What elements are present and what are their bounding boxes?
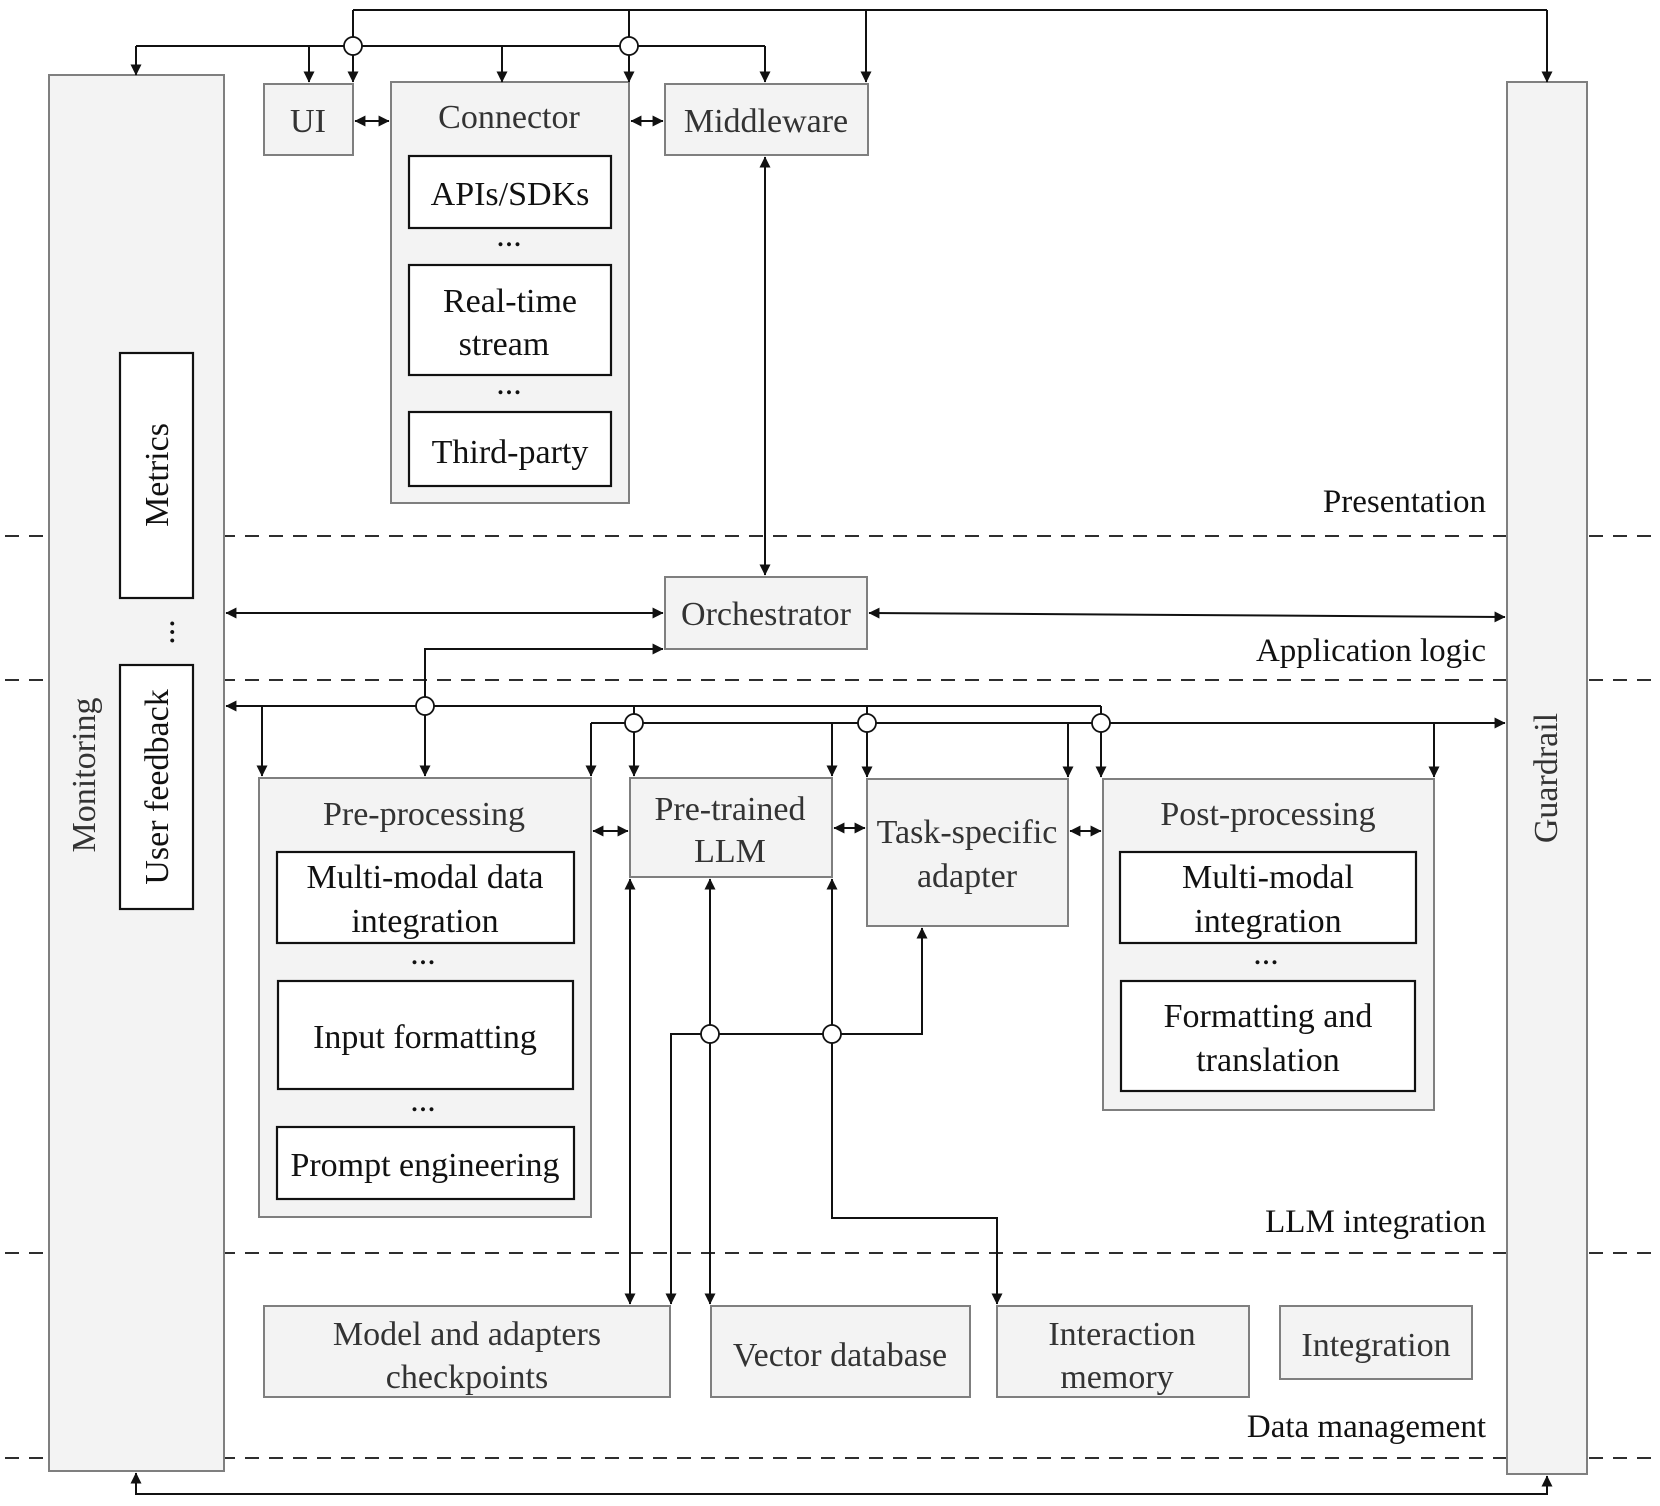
connector-realtime-line1: Real-time bbox=[443, 283, 577, 320]
integration-box: Integration bbox=[1279, 1305, 1473, 1380]
layer-label-application-logic: Application logic bbox=[1256, 633, 1486, 669]
connector-ellipsis-1: ... bbox=[496, 217, 522, 254]
middleware-box: Middleware bbox=[664, 83, 869, 156]
pretrained-llm-line1: Pre-trained bbox=[654, 791, 805, 828]
ui-box: UI bbox=[263, 83, 354, 156]
monitoring-label: Monitoring bbox=[66, 698, 103, 853]
user-feedback-label: User feedback bbox=[139, 689, 176, 884]
post-multimodal-line2: integration bbox=[1194, 903, 1341, 940]
connection-lines bbox=[130, 9, 1553, 1495]
monitoring-column: Monitoring Metrics ... User feedback bbox=[48, 74, 225, 1472]
checkpoints-line1: Model and adapters bbox=[333, 1316, 601, 1353]
connector-apis-sdks: APIs/SDKs bbox=[431, 176, 590, 213]
metrics-label: Metrics bbox=[139, 423, 176, 527]
checkpoints-box: Model and adapters checkpoints bbox=[263, 1305, 671, 1398]
task-adapter-line2: adapter bbox=[917, 858, 1018, 895]
task-adapter-line1: Task-specific bbox=[877, 814, 1058, 851]
monitoring-ellipsis: ... bbox=[145, 619, 182, 645]
connector-box: Connector APIs/SDKs ... Real-time stream… bbox=[390, 81, 630, 504]
ui-label: UI bbox=[290, 103, 326, 140]
post-formatting-line2: translation bbox=[1196, 1042, 1340, 1079]
connector-ellipsis-2: ... bbox=[496, 365, 522, 402]
pre-ellipsis-1: ... bbox=[410, 935, 436, 972]
pretrained-llm-box: Pre-trained LLM bbox=[629, 777, 833, 878]
post-ellipsis: ... bbox=[1253, 935, 1279, 972]
pre-multimodal-line2: integration bbox=[351, 903, 498, 940]
guardrail-column: Guardrail bbox=[1506, 81, 1588, 1475]
vector-database-box: Vector database bbox=[710, 1305, 971, 1398]
pre-input-formatting: Input formatting bbox=[313, 1019, 537, 1056]
connector-third-party: Third-party bbox=[432, 434, 589, 471]
orchestrator-label: Orchestrator bbox=[681, 596, 852, 633]
connector-title: Connector bbox=[438, 99, 580, 136]
layer-label-llm-integration: LLM integration bbox=[1265, 1204, 1486, 1240]
user-feedback-box bbox=[118, 663, 195, 911]
interaction-memory-line1: Interaction bbox=[1048, 1316, 1195, 1353]
post-formatting-line1: Formatting and bbox=[1164, 998, 1373, 1035]
middleware-label: Middleware bbox=[684, 103, 848, 140]
pretrained-llm-line2: LLM bbox=[694, 833, 766, 870]
guardrail-label: Guardrail bbox=[1528, 713, 1565, 843]
pre-processing-title: Pre-processing bbox=[323, 796, 525, 833]
layer-label-presentation: Presentation bbox=[1323, 484, 1486, 520]
post-multimodal-line1: Multi-modal bbox=[1182, 859, 1354, 896]
post-processing-title: Post-processing bbox=[1160, 796, 1375, 833]
metrics-box bbox=[118, 351, 195, 600]
pre-processing-box: Pre-processing Multi-modal data integrat… bbox=[258, 777, 592, 1218]
interaction-memory-line2: memory bbox=[1060, 1359, 1173, 1396]
orchestrator-box: Orchestrator bbox=[664, 576, 868, 650]
pre-multimodal-line1: Multi-modal data bbox=[306, 859, 543, 896]
pre-ellipsis-2: ... bbox=[410, 1082, 436, 1119]
interaction-memory-box: Interaction memory bbox=[996, 1305, 1250, 1398]
integration-label: Integration bbox=[1301, 1327, 1450, 1364]
checkpoints-line2: checkpoints bbox=[386, 1359, 548, 1396]
layer-label-data-management: Data management bbox=[1247, 1409, 1486, 1445]
connector-realtime-line2: stream bbox=[459, 326, 550, 363]
post-processing-box: Post-processing Multi-modal integration … bbox=[1102, 778, 1435, 1111]
vector-database-label: Vector database bbox=[733, 1337, 947, 1374]
pre-prompt-engineering: Prompt engineering bbox=[290, 1147, 559, 1184]
task-adapter-box: Task-specific adapter bbox=[866, 778, 1069, 927]
